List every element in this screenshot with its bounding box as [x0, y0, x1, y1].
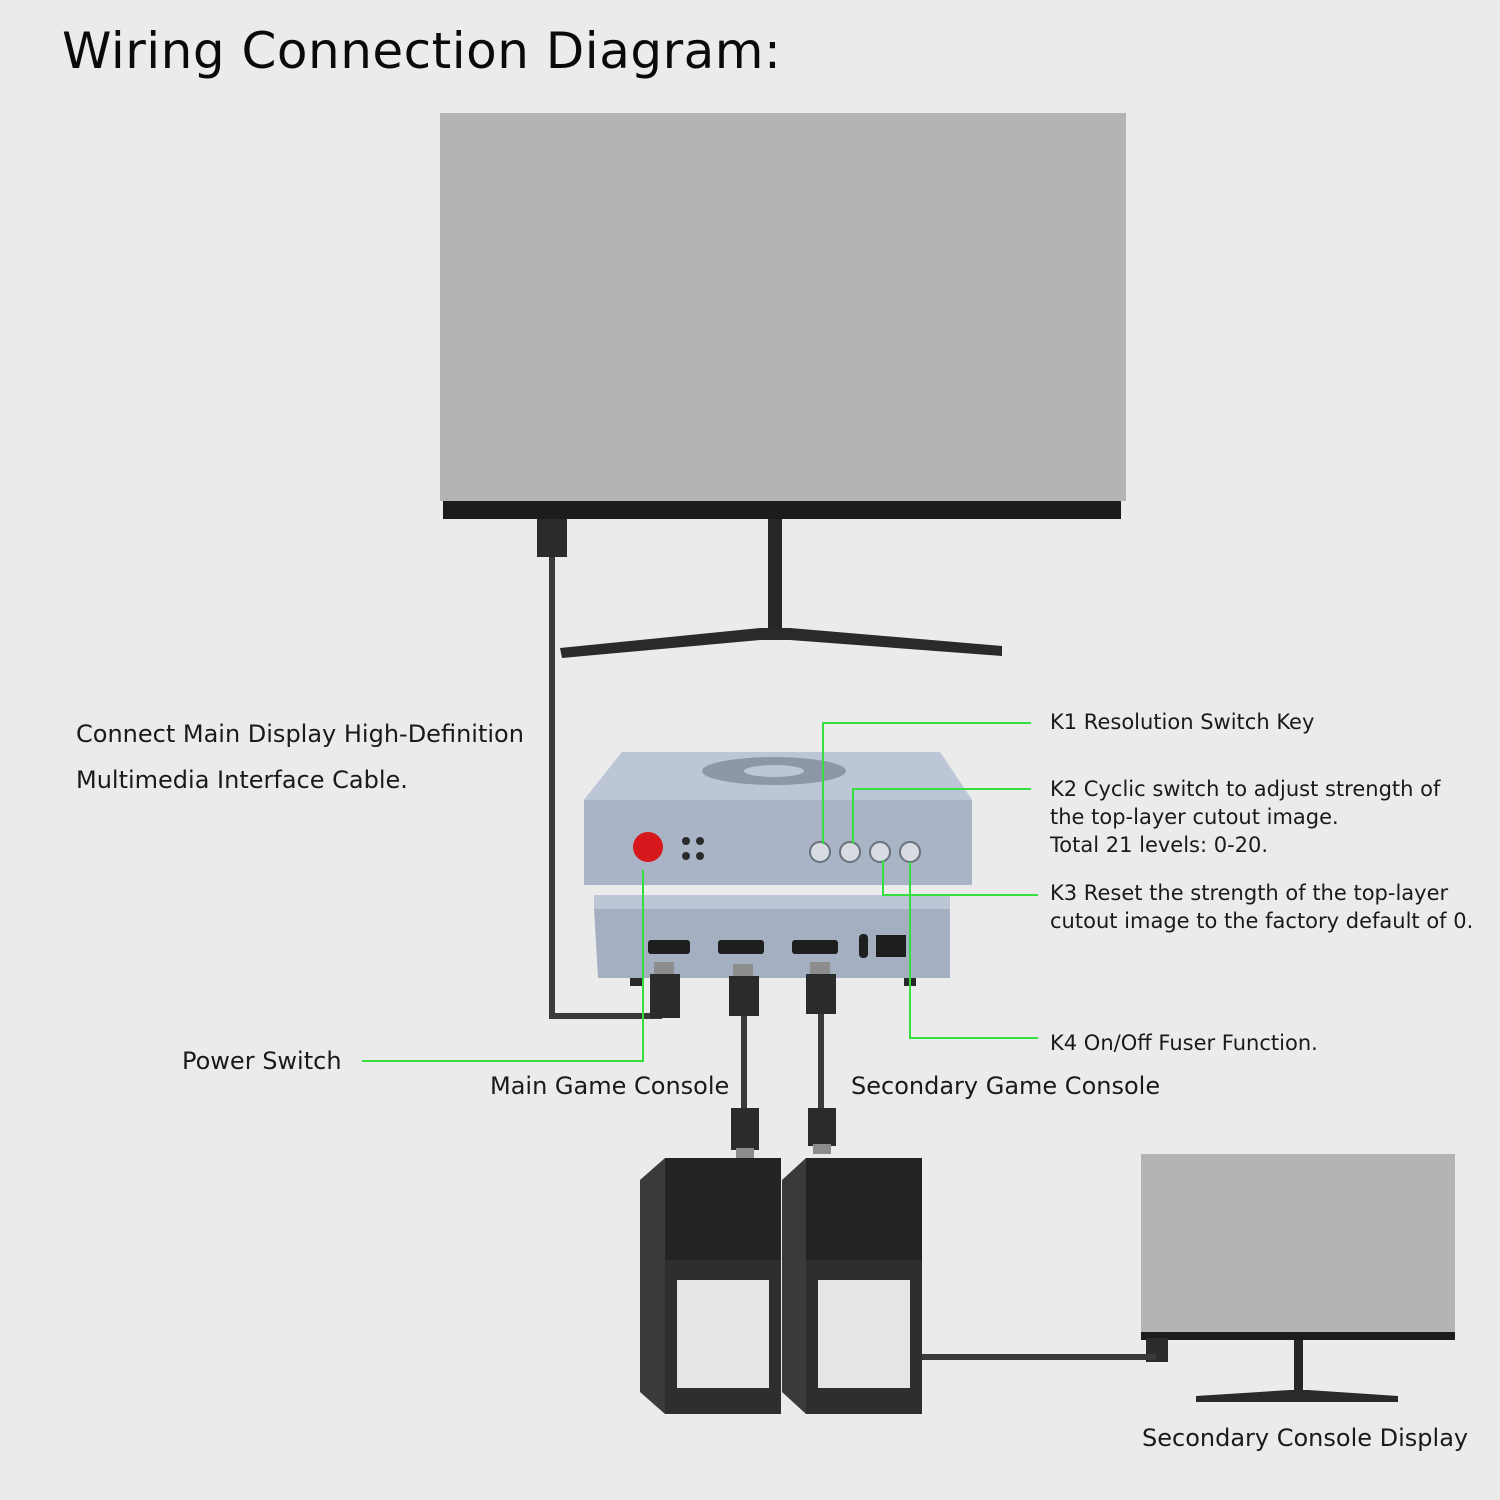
fuser-device-upper — [584, 752, 972, 885]
main-display-screen — [440, 113, 1126, 501]
main-game-console-tower — [640, 1158, 781, 1414]
secondary-display-bezel — [1141, 1332, 1455, 1340]
hdmi-cable-label-line2: Multimedia Interface Cable. — [76, 766, 408, 794]
k3-label-line1: K3 Reset the strength of the top-layer — [1050, 881, 1449, 905]
main-console-label: Main Game Console — [490, 1072, 730, 1100]
hdmi-cable-label-line1: Connect Main Display High-Definition — [76, 720, 524, 748]
console-plugs — [731, 1108, 836, 1158]
usb-c-port — [859, 934, 868, 958]
k2-label-line1: K2 Cyclic switch to adjust strength of — [1050, 777, 1441, 801]
k2-button[interactable] — [839, 841, 861, 863]
fuser-plugs — [650, 962, 836, 1018]
hdmi-out-port — [648, 940, 690, 954]
hdmi-in-main-port — [718, 940, 764, 954]
dc-power-port — [876, 935, 906, 957]
console-cables — [741, 1014, 824, 1110]
secondary-display-screen — [1141, 1154, 1455, 1332]
secondary-console-label: Secondary Game Console — [851, 1072, 1161, 1100]
k1-button[interactable] — [809, 841, 831, 863]
callout-lines — [362, 722, 1038, 1062]
k2-label-line3: Total 21 levels: 0-20. — [1050, 833, 1269, 857]
k4-callout — [909, 862, 1038, 1039]
power-switch-callout — [362, 870, 644, 1062]
hdmi-in-secondary-port — [792, 940, 838, 954]
k4-label: K4 On/Off Fuser Function. — [1050, 1031, 1318, 1055]
k3-button[interactable] — [869, 841, 891, 863]
power-button[interactable] — [633, 832, 663, 862]
main-display-cable — [537, 519, 662, 1019]
k4-button[interactable] — [899, 841, 921, 863]
secondary-display-label: Secondary Console Display — [1142, 1424, 1469, 1452]
fan-vent — [702, 757, 846, 785]
k1-label: K1 Resolution Switch Key — [1050, 710, 1315, 734]
secondary-display-cable — [922, 1338, 1168, 1362]
fuser-device-lower — [594, 895, 950, 986]
secondary-game-console-tower — [782, 1158, 922, 1414]
k2-label-line2: the top-layer cutout image. — [1050, 805, 1339, 829]
status-leds — [682, 837, 704, 860]
k3-callout — [882, 860, 1038, 896]
main-display-bezel — [443, 501, 1121, 519]
main-display-stand — [560, 519, 1002, 658]
k1-callout — [822, 722, 1031, 844]
k3-label-line2: cutout image to the factory default of 0… — [1050, 909, 1474, 933]
secondary-display-stand — [1196, 1340, 1398, 1402]
diagram-title: Wiring Connection Diagram: — [62, 22, 782, 80]
power-switch-label: Power Switch — [182, 1047, 342, 1075]
k2-callout — [852, 788, 1031, 844]
